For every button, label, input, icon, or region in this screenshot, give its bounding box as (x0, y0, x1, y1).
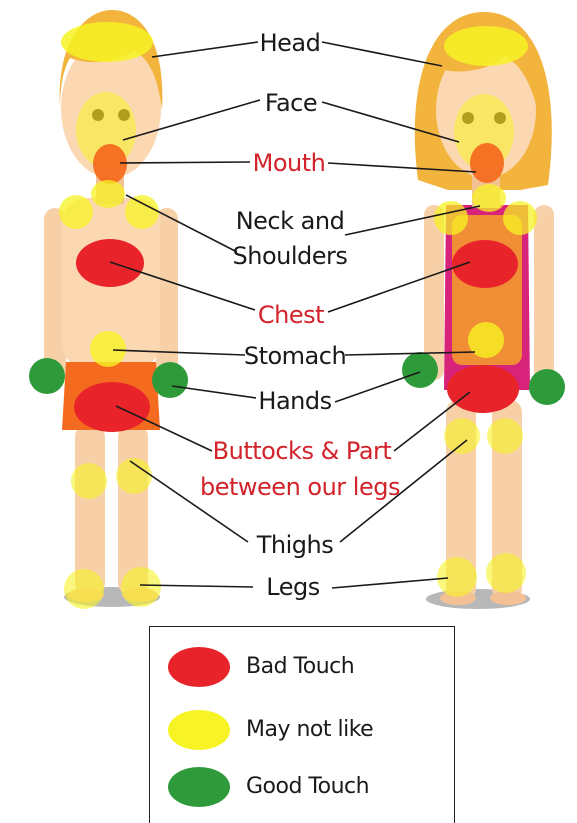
label-face: Face (260, 90, 322, 116)
legend-swatch-good-touch (168, 767, 230, 807)
boy-head-zone (61, 22, 153, 62)
boy-hand-right-zone (152, 362, 188, 398)
label-chest: Chest (252, 302, 330, 328)
leader-head-boy (152, 42, 258, 57)
label-buttocks-line1: Buttocks & Part (208, 438, 396, 464)
girl-right-arm (534, 205, 554, 380)
leader-hands-boy (172, 386, 256, 398)
label-legs: Legs (254, 574, 332, 600)
boy-left-leg (75, 425, 105, 595)
legend-swatch-bad-touch (168, 647, 230, 687)
label-hands: Hands (254, 388, 336, 414)
girl-thigh-left-zone (444, 418, 480, 454)
boy-neck-zone (91, 180, 125, 208)
girl-thigh-right-zone (487, 418, 523, 454)
girl-hand-left-zone (402, 352, 438, 388)
girl-shoulder-left-zone (434, 201, 468, 235)
boy-leg-right-zone (121, 567, 161, 607)
boy-chest-zone (76, 239, 144, 287)
girl-shoulder-right-zone (503, 201, 537, 235)
boy-buttocks-zone (74, 382, 150, 432)
legend-label-bad-touch: Bad Touch (246, 654, 354, 679)
label-mouth: Mouth (250, 150, 328, 176)
label-head: Head (258, 30, 322, 56)
leader-mouth-boy (120, 162, 250, 163)
girl-figure (402, 12, 565, 609)
label-neck-line1: Neck and (228, 208, 352, 234)
girl-leg-right-zone (486, 553, 526, 593)
boy-mouth-zone (93, 144, 127, 184)
boy-shoulder-left-zone (59, 195, 93, 229)
girl-mouth-zone (470, 143, 504, 183)
boy-stomach-zone (90, 331, 126, 367)
girl-head-zone (444, 26, 528, 66)
label-buttocks-line2: between our legs (200, 474, 400, 500)
leader-head-girl (322, 42, 442, 66)
boy-thigh-left-zone (71, 463, 107, 499)
label-thighs: Thighs (250, 532, 340, 558)
legend-swatch-may-not-like (168, 710, 230, 750)
label-neck-line2: Shoulders (228, 243, 352, 269)
boy-hand-left-zone (29, 358, 65, 394)
girl-leg-left-zone (437, 557, 477, 597)
girl-chest-zone (452, 240, 518, 288)
legend-label-good-touch: Good Touch (246, 774, 369, 799)
girl-buttocks-zone (447, 365, 519, 413)
girl-right-foot (490, 591, 526, 605)
boy-shoulder-right-zone (125, 195, 159, 229)
girl-neck-zone (472, 184, 506, 212)
boy-leg-left-zone (64, 569, 104, 609)
legend-box: Bad Touch May not like Good Touch (149, 626, 455, 823)
girl-hand-right-zone (529, 369, 565, 405)
boy-figure (29, 10, 188, 609)
leader-legs-girl (332, 578, 448, 588)
legend-label-may-not-like: May not like (246, 717, 373, 742)
leader-hands-girl (335, 372, 420, 402)
label-stomach: Stomach (240, 343, 350, 369)
